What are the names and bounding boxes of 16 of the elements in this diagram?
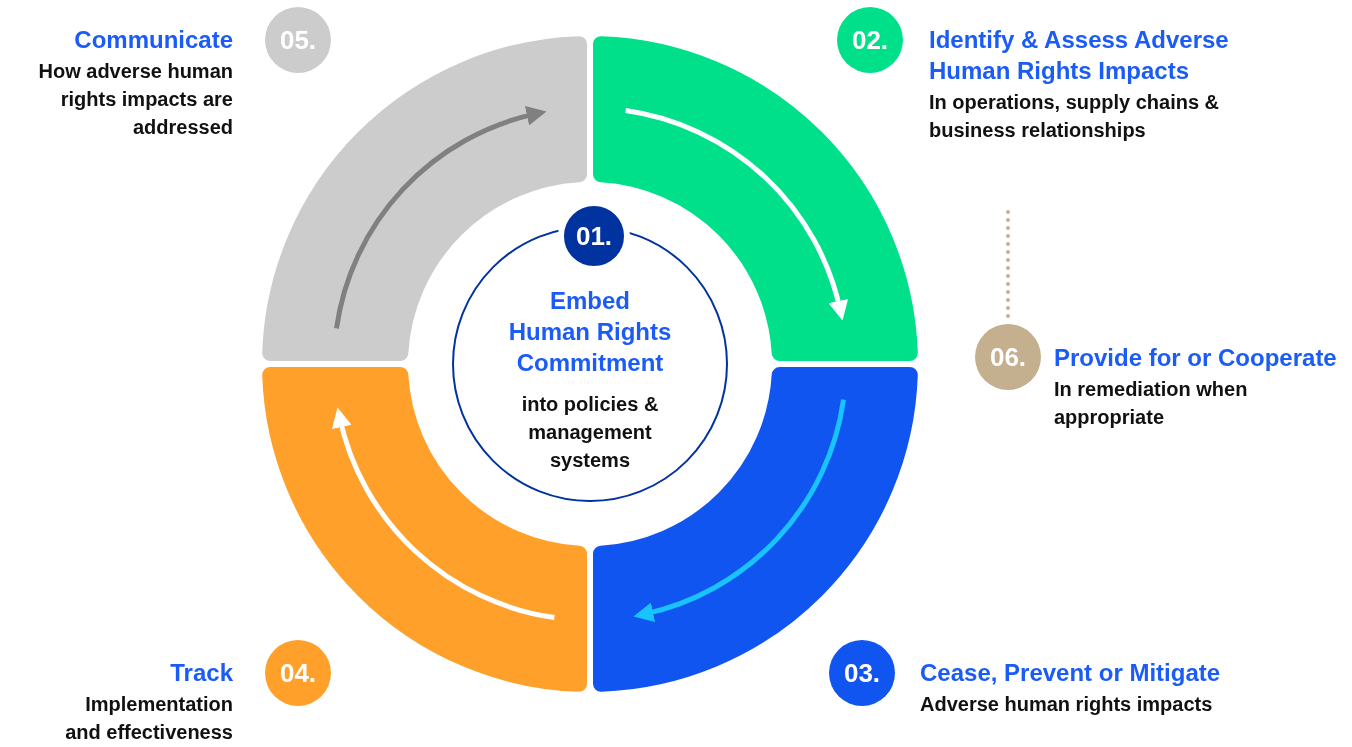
step-heading: Communicate xyxy=(73,25,233,55)
step-heading: Embed Human Rights Commitment xyxy=(507,285,673,378)
step-description: In remediation when appropriate xyxy=(1054,377,1249,430)
step-description: How adverse human rights impacts are addressed xyxy=(37,59,233,140)
step-heading: Provide for or Cooperate xyxy=(1054,343,1338,373)
step-heading: Track xyxy=(169,658,233,688)
step-description: In operations, supply chains & business relationships xyxy=(929,90,1221,143)
number-badge: 04. xyxy=(265,640,331,706)
step-heading: Identify & Assess Adverse Human Rights Impacts xyxy=(929,25,1229,86)
step-heading: Cease, Prevent or Mitigate xyxy=(920,658,1222,688)
step-description: Adverse human rights impacts xyxy=(920,692,1214,717)
number-badge: 06. xyxy=(975,324,1041,390)
number-badge: 02. xyxy=(837,7,903,73)
step-description: Implementation and effectiveness xyxy=(64,692,233,745)
number-badge: 03. xyxy=(829,640,895,706)
step-description: into policies & management systems xyxy=(520,391,660,473)
